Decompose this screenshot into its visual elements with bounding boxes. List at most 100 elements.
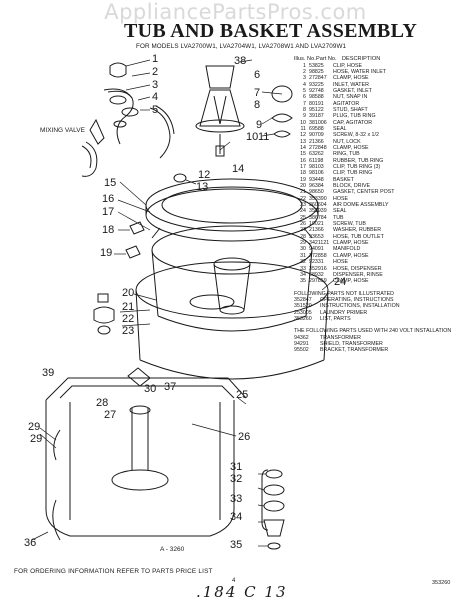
illus-number: 24 [300, 208, 306, 215]
part-number: 353260 [294, 315, 312, 322]
illus-number: 20 [300, 183, 306, 190]
leader-lines [31, 59, 335, 547]
part-description: CLIP, TUB RING [333, 170, 373, 177]
header-part: Part No. [316, 56, 337, 62]
illus-number: 28 [300, 233, 306, 240]
callout-25: 25 [236, 389, 248, 401]
illus-number: 21 [300, 189, 306, 196]
part-description: HOSE, TUB OUTLET [333, 233, 384, 240]
hose-clamp-3 [109, 95, 127, 105]
part-number: 61198 [309, 157, 324, 164]
illus-number: 30 [300, 246, 306, 253]
part-number: 80191 [309, 100, 324, 107]
part-number: 272847 [309, 75, 327, 82]
illus-number: 22 [300, 195, 306, 202]
callout-1: 1 [152, 53, 158, 65]
callout-24: 24 [334, 276, 346, 288]
illus-number: 34 [300, 271, 306, 278]
illus-number: 3 [303, 75, 306, 82]
frame-top [45, 377, 247, 401]
part-description: HOSE, WATER INLET [333, 68, 386, 75]
part-number: 253005 [294, 309, 312, 316]
part-number: 352916 [309, 265, 327, 272]
illus-number: 35 [300, 278, 306, 285]
callout-33: 33 [230, 493, 242, 505]
part-number: 93653 [309, 233, 324, 240]
part-description: HOSE, DISPENSER [333, 265, 382, 272]
callout-17: 17 [102, 206, 114, 218]
part-number: 94291 [294, 341, 309, 348]
illus-number: 32 [300, 259, 306, 266]
part-description: MANIFOLD [333, 246, 361, 253]
callout-11: 11 [258, 131, 269, 143]
basket [151, 225, 313, 332]
part-number: 98106 [309, 170, 324, 177]
illus-number: 13 [300, 138, 306, 145]
callout-13: 13 [196, 181, 208, 193]
part-description: NUT, LOCK [333, 138, 361, 145]
illus-number: 5 [303, 87, 306, 94]
illus-number: 11 [300, 125, 307, 132]
part-number: 95502 [294, 347, 309, 354]
ring-inner [161, 186, 303, 224]
part-description: SEAL [333, 208, 347, 215]
tub-ring-clip [129, 221, 145, 235]
part-description: CLAMP, HOSE [333, 75, 369, 82]
part-description: GASKET, CENTER POST [333, 189, 395, 196]
mixing-valve-fitting [89, 118, 105, 145]
model-list: FOR MODELS LVA2700W1, LVA2704W1, LVA2708… [136, 43, 347, 50]
callout-30: 30 [144, 383, 156, 395]
illus-number: 1 [303, 62, 306, 69]
callout-34: 34 [230, 511, 242, 523]
agitator-parts [173, 65, 293, 183]
fill-hose [149, 107, 171, 159]
part-number: 353390 [309, 195, 327, 202]
callout-6: 6 [254, 69, 260, 81]
part-description: SHIELD, TRANSFORMER [320, 341, 383, 348]
callout-37: 37 [164, 381, 176, 393]
callout-7: 7 [254, 87, 260, 99]
part-number: 3421121 [309, 240, 330, 247]
part-description: BASKET [333, 176, 354, 183]
callout-38: 38 [234, 55, 246, 67]
part-description: CLAMP, HOSE [333, 144, 369, 151]
callout-9: 9 [256, 119, 262, 131]
illus-number: 16 [300, 157, 306, 164]
callout-19: 19 [100, 247, 112, 259]
list-item: 352847 OPERATING, INSTRUCTIONS [294, 297, 466, 303]
callout-18: 18 [102, 224, 114, 236]
part-description: WASHER, RUBBER [333, 227, 382, 234]
document-code: 353260 [432, 580, 451, 586]
part-description: OPERATING, INSTRUCTIONS [320, 296, 394, 303]
part-number: 93448 [309, 176, 324, 183]
part-number: 386784 [309, 214, 327, 221]
part-number: 53825 [309, 62, 324, 69]
part-number: 92748 [309, 87, 324, 94]
part-number: 19021 [309, 221, 324, 228]
callout-26: 26 [238, 431, 250, 443]
part-number: 352847 [294, 296, 312, 303]
part-description: CAP, AGITATOR [333, 119, 373, 126]
part-description: LIST, PARTS [320, 315, 351, 322]
part-description: INLET, WATER [333, 81, 369, 88]
part-description: PLUG, TUB RING [333, 113, 376, 120]
watermark: AppliancePartsPros.com [104, 0, 367, 24]
